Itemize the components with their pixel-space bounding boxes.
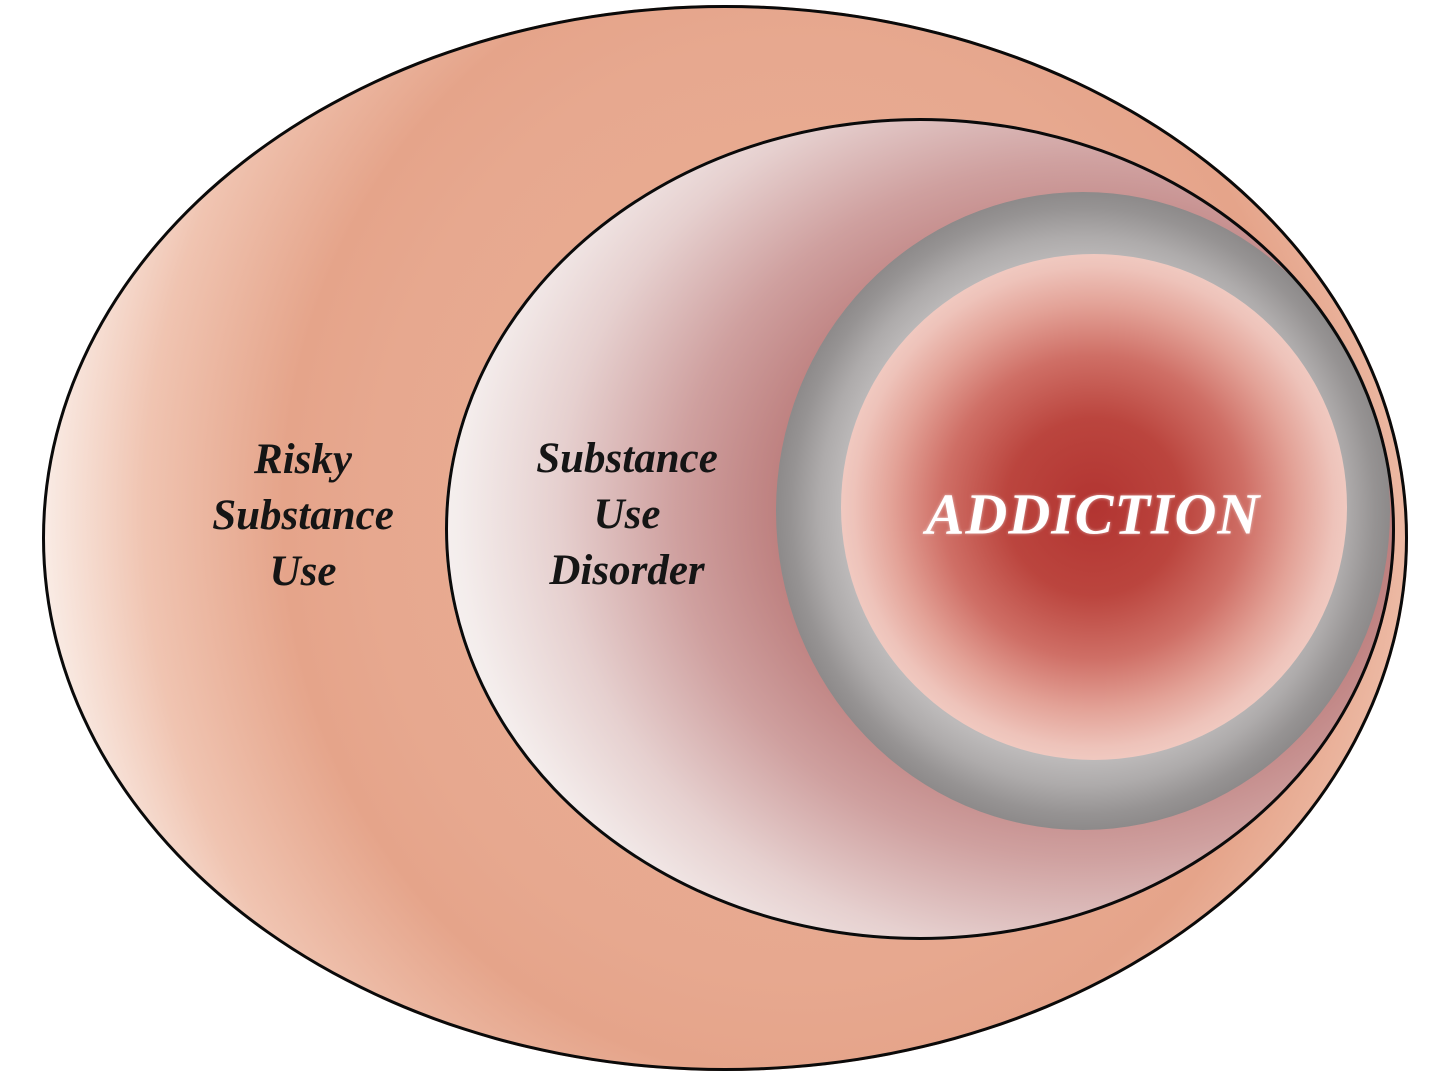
label-addiction: ADDICTION [926, 481, 1261, 548]
label-substance-use-disorder: Substance Use Disorder [536, 431, 718, 599]
label-line: Use [593, 491, 661, 538]
label-line: Disorder [549, 547, 705, 594]
label-line: Risky [254, 436, 352, 483]
ellipse-risky-substance-use-outline [42, 5, 1408, 1071]
label-risky-substance-use: Risky Substance Use [212, 432, 394, 600]
label-line: Substance [536, 435, 718, 482]
label-line: ADDICTION [925, 481, 1261, 547]
label-line: Use [269, 548, 337, 595]
label-line: Substance [212, 492, 394, 539]
